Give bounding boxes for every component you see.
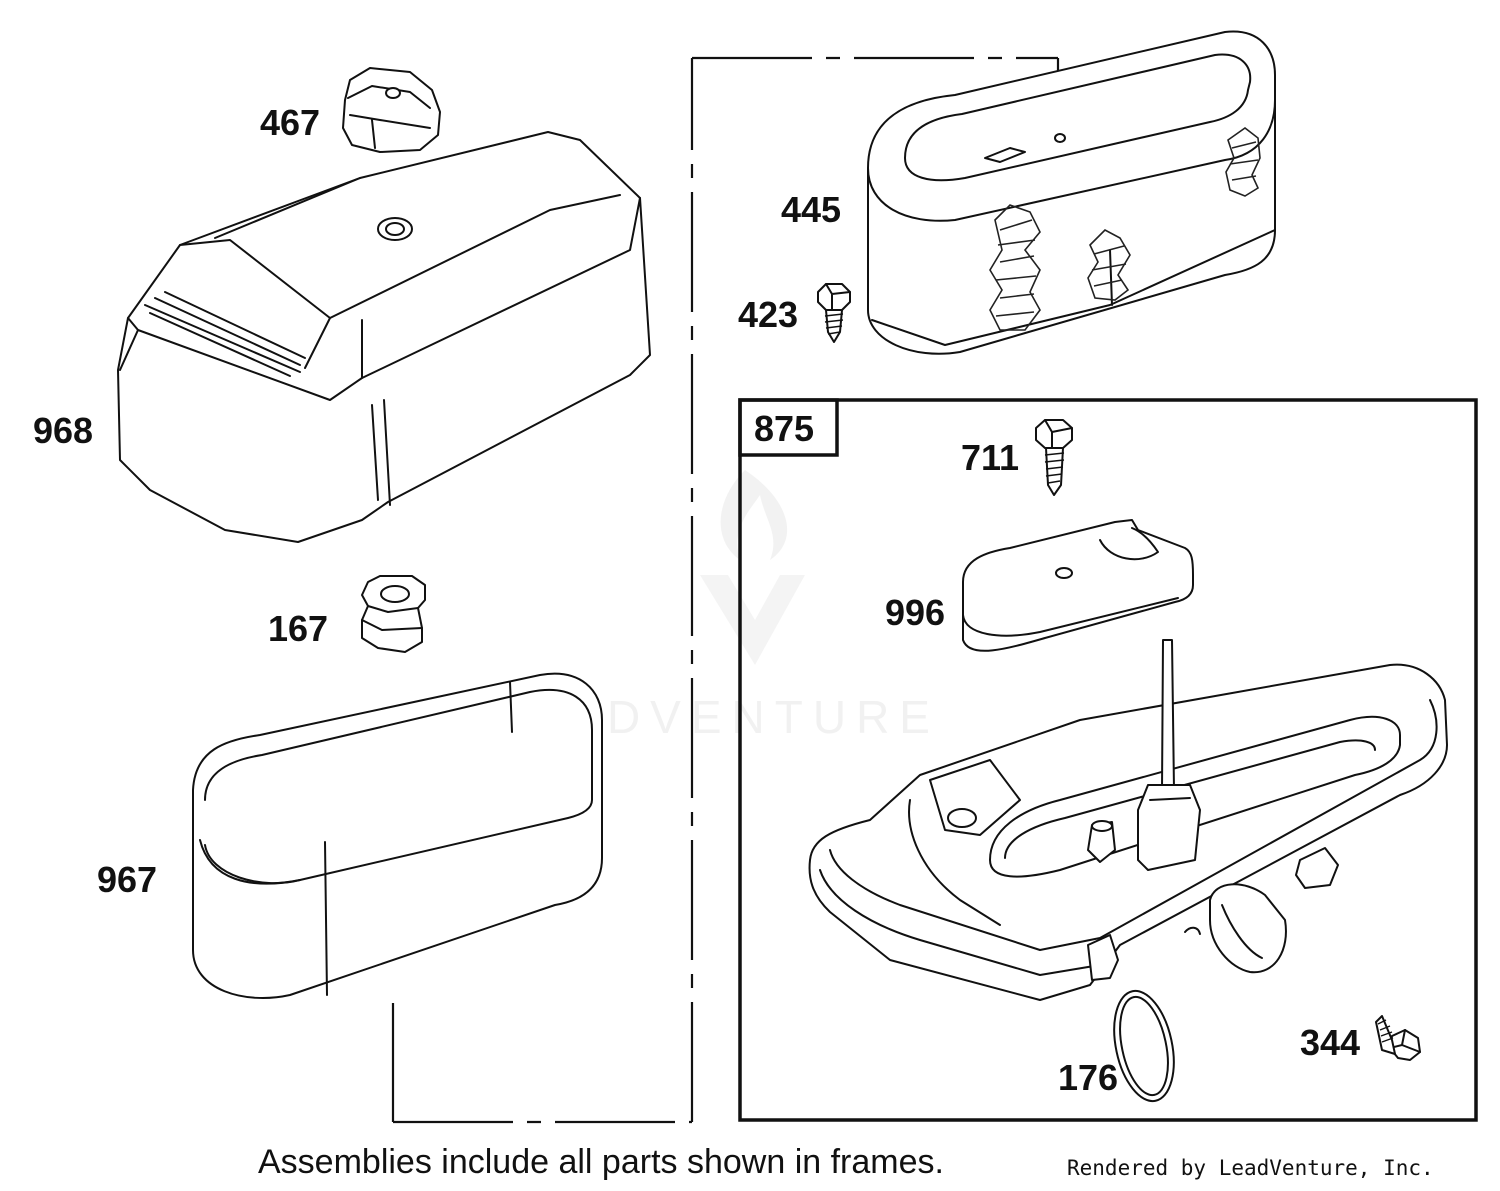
assembly-note: Assemblies include all parts shown in fr… — [258, 1143, 944, 1181]
part-number-711: 711 — [961, 437, 1019, 478]
part-875-base — [808, 639, 1448, 1001]
part-number-467: 467 — [260, 102, 320, 143]
part-number-423: 423 — [738, 294, 798, 335]
part-967-pre-cleaner — [192, 672, 603, 999]
part-number-996: 996 — [885, 592, 945, 633]
part-445-air-filter — [867, 30, 1276, 355]
part-number-167: 167 — [268, 608, 328, 649]
assembly-875-label-box — [738, 398, 839, 457]
part-996-plate — [962, 519, 1194, 652]
part-number-344: 344 — [1300, 1022, 1360, 1063]
part-176-o-ring — [1113, 989, 1175, 1103]
part-number-875: 875 — [754, 408, 814, 449]
part-number-968: 968 — [33, 410, 93, 451]
part-number-445: 445 — [781, 189, 841, 230]
part-968-cover — [117, 131, 651, 543]
part-167-grommet — [361, 575, 426, 653]
render-credit: Rendered by LeadVenture, Inc. — [1067, 1156, 1434, 1180]
part-number-176: 176 — [1058, 1057, 1118, 1098]
part-number-967: 967 — [97, 859, 157, 900]
filter-pleat-pattern — [989, 127, 1261, 331]
part-467-knob — [342, 67, 441, 153]
part-423-screw — [817, 283, 851, 343]
part-711-screw — [1035, 419, 1073, 496]
assembly-875-frame — [738, 398, 1478, 1122]
assembly-leader-lines — [391, 56, 1060, 1124]
part-344-screw — [1375, 1015, 1421, 1061]
